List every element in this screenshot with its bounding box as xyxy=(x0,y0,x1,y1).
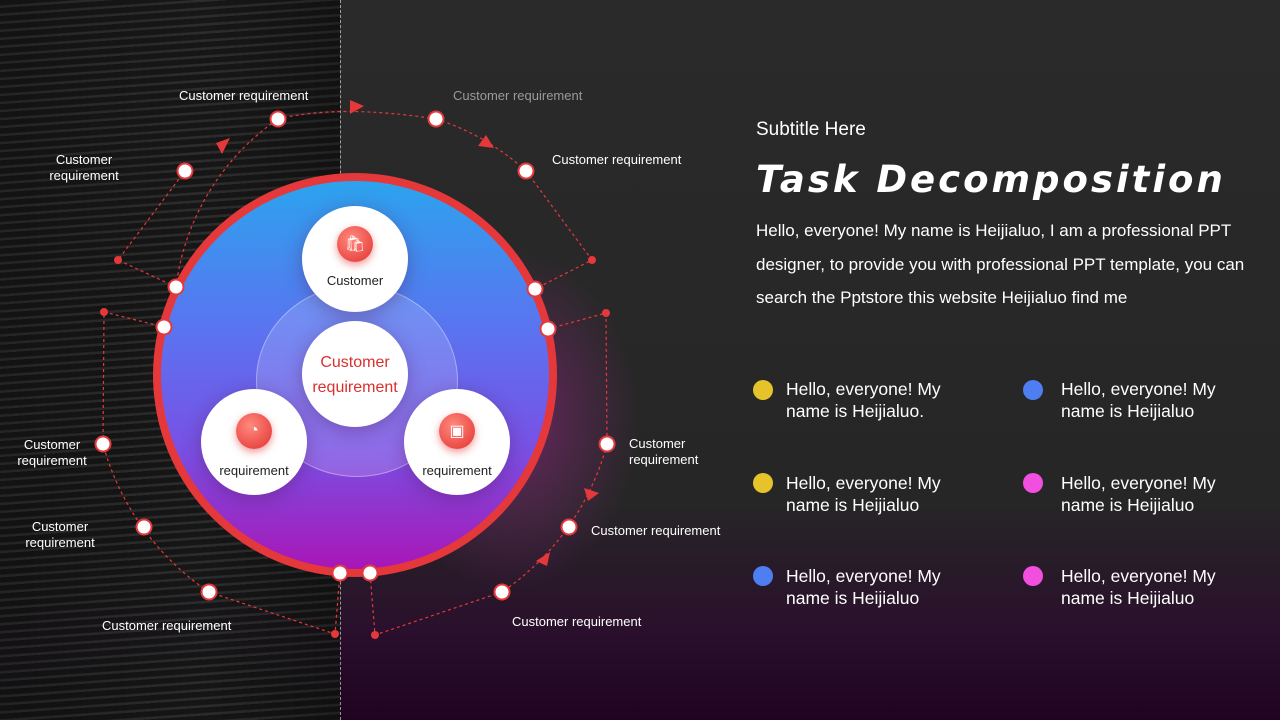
node-top-label: Customer xyxy=(326,273,384,288)
orbit-dot xyxy=(331,630,339,638)
orbit-node xyxy=(269,110,287,128)
outer-label-top-right: Customer requirement xyxy=(453,88,583,103)
node-center[interactable]: Customer requirement xyxy=(302,321,408,427)
pie-chart-icon: ◔ xyxy=(236,413,272,449)
intro-paragraph: Hello, everyone! My name is Heijialuo, I… xyxy=(756,221,1245,307)
orbit-dot xyxy=(602,309,610,317)
orbit-dot xyxy=(371,631,379,639)
node-left-label: requirement xyxy=(219,463,289,478)
list-item: Hello, everyone! My name is Heijialuo xyxy=(1061,379,1216,421)
orbit-node xyxy=(517,162,535,180)
arrow-icon xyxy=(584,488,599,501)
bag-icon: 🛍 xyxy=(337,226,373,262)
outer-label-bottom-left: Customer requirement xyxy=(102,618,232,633)
item-dot xyxy=(753,566,773,586)
arrow-icon xyxy=(478,135,494,148)
node-right[interactable]: ▣ requirement xyxy=(404,389,510,495)
outer-label-left: Customer requirement xyxy=(17,437,87,468)
outer-label-right: Customer requirement xyxy=(629,436,699,467)
item-dot xyxy=(1023,380,1043,400)
outer-label-lower-right: Customer requirement xyxy=(591,523,721,538)
gamepad-icon: ▣ xyxy=(439,413,475,449)
orbit-dot xyxy=(588,256,596,264)
orbit-dot xyxy=(114,256,122,264)
arrow-icon xyxy=(350,100,364,114)
orbit-node xyxy=(94,435,112,453)
item-dot xyxy=(753,473,773,493)
outer-label-bottom-right: Customer requirement xyxy=(512,614,642,629)
orbit-node xyxy=(427,110,445,128)
arrow-icon xyxy=(216,138,230,154)
orbit-node xyxy=(560,518,578,536)
list-item: Hello, everyone! My name is Heijialuo xyxy=(786,566,941,608)
orbit-node xyxy=(493,583,511,601)
outer-label-upper-left: Customer requirement xyxy=(49,152,119,183)
orbit-node xyxy=(598,435,616,453)
page-title: Task Decomposition xyxy=(756,158,1226,201)
orbit-arc-top-mid xyxy=(277,110,437,120)
list-item: Hello, everyone! My name is Heijialuo xyxy=(1061,566,1216,608)
orbit-dot xyxy=(100,308,108,316)
orbit-node xyxy=(135,518,153,536)
orbit-node xyxy=(176,162,194,180)
orbit-connector-right-1 xyxy=(525,170,593,290)
orbit-node xyxy=(200,583,218,601)
arrow-icon xyxy=(536,552,550,566)
subtitle: Subtitle Here xyxy=(756,119,866,140)
item-dot xyxy=(1023,566,1043,586)
node-right-label: requirement xyxy=(422,463,492,478)
item-dot xyxy=(753,380,773,400)
outer-label-upper-right: Customer requirement xyxy=(552,152,682,167)
orbit-arc-top-left xyxy=(175,118,279,288)
center-label: Customer requirement xyxy=(312,354,398,396)
item-dot xyxy=(1023,473,1043,493)
list-item: Hello, everyone! My name is Heijialuo. xyxy=(786,379,941,421)
orbit-connector-left-top xyxy=(117,170,186,288)
list-item: Hello, everyone! My name is Heijialuo xyxy=(1061,473,1216,515)
list-item: Hello, everyone! My name is Heijialuo xyxy=(786,473,941,515)
outer-label-top-left: Customer requirement xyxy=(179,88,309,103)
node-top[interactable]: 🛍 Customer xyxy=(302,206,408,312)
node-left[interactable]: ◔ requirement xyxy=(201,389,307,495)
outer-label-lower-left: Customer requirement xyxy=(25,519,95,550)
orbit-connector-bottom xyxy=(369,572,503,636)
